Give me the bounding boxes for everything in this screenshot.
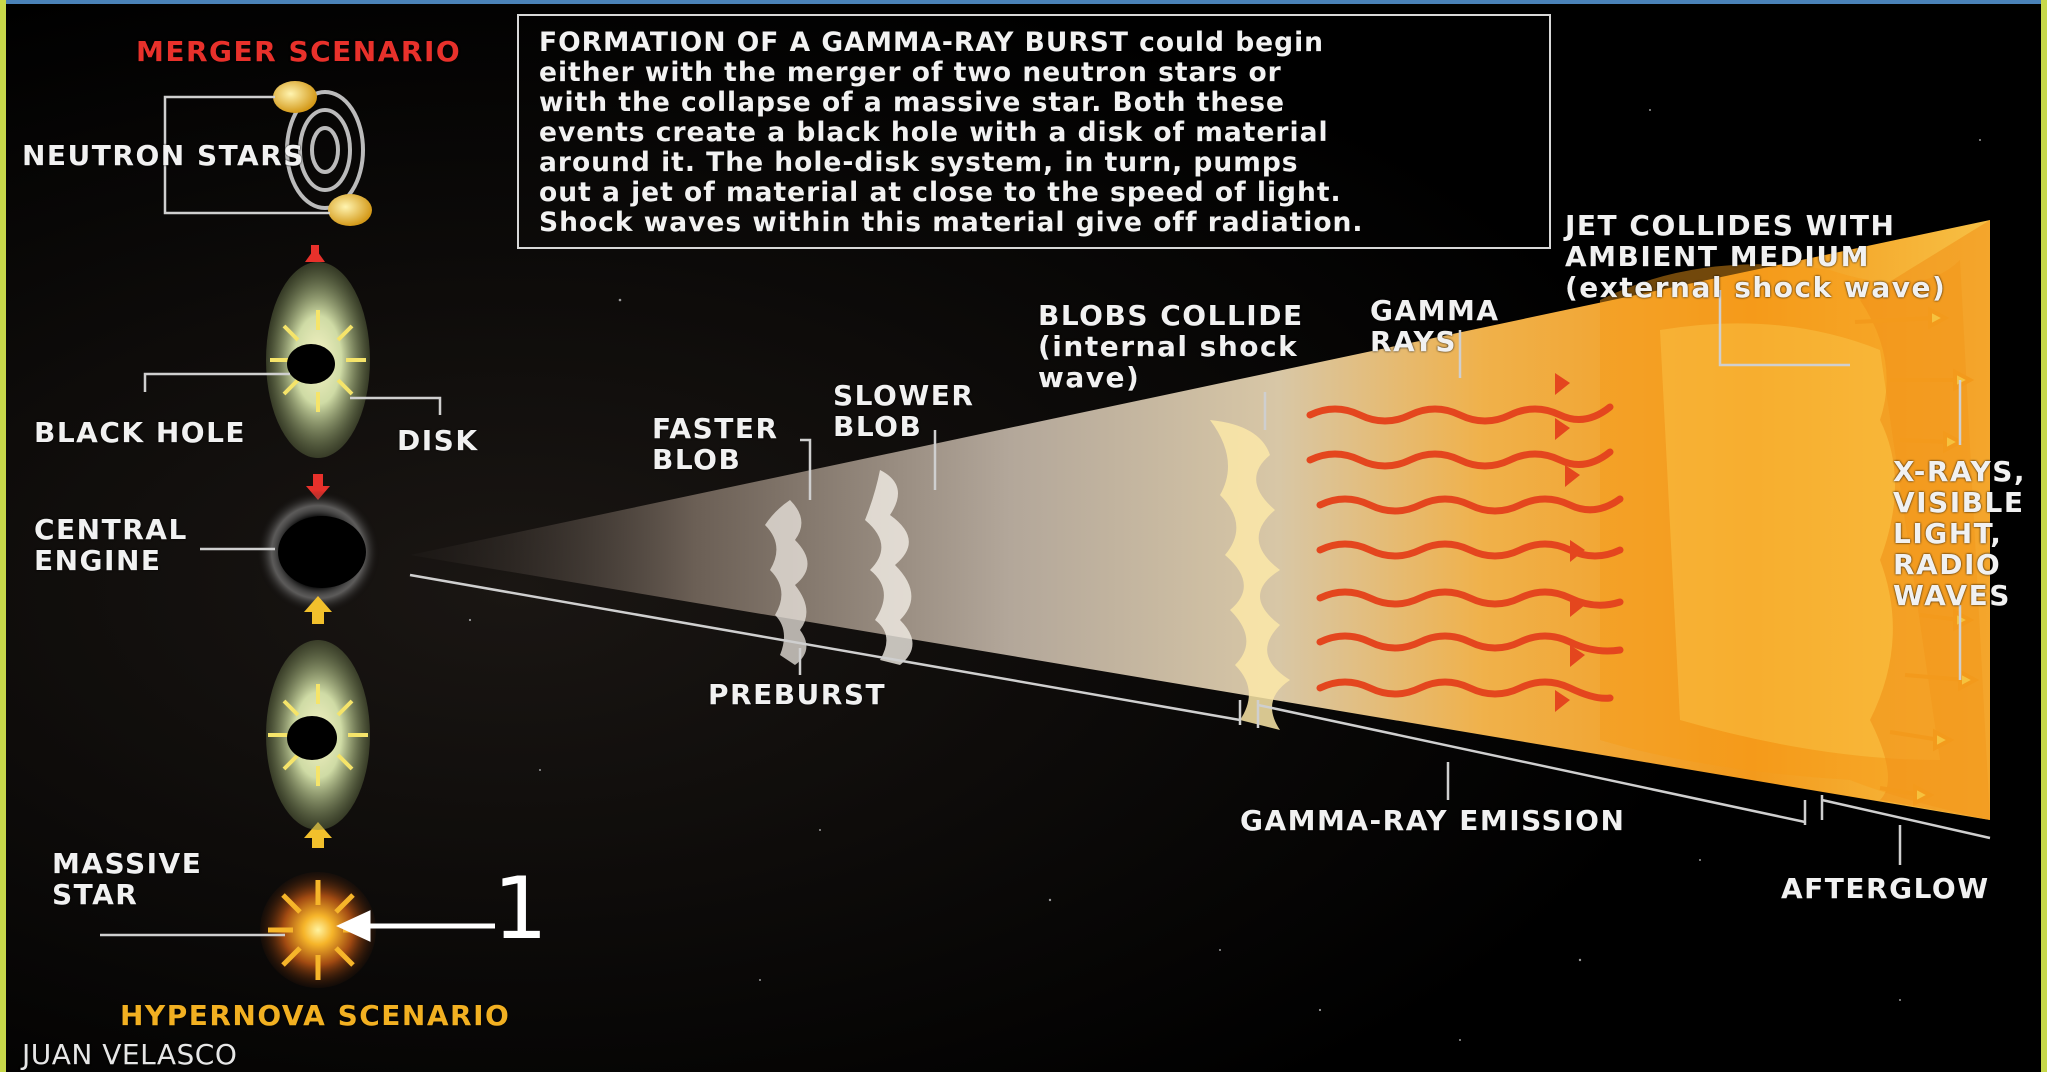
left-edge-strip <box>0 0 6 1072</box>
intro-text-box: FORMATION OF A GAMMA-RAY BURST could beg… <box>517 14 1551 249</box>
disk-label: DISK <box>397 425 479 456</box>
preburst-label: PREBURST <box>708 679 886 710</box>
hypernova-scenario-title: HYPERNOVA SCENARIO <box>120 1000 510 1031</box>
intro-line: Shock waves within this material give of… <box>539 208 1529 238</box>
jet-collides-label: JET COLLIDES WITH AMBIENT MEDIUM (extern… <box>1565 210 1946 303</box>
intro-line: around it. The hole-disk system, in turn… <box>539 148 1529 178</box>
gamma-ray-emission-label: GAMMA-RAY EMISSION <box>1240 805 1625 836</box>
right-edge-strip <box>2041 0 2047 1072</box>
intro-line: out a jet of material at close to the sp… <box>539 178 1529 208</box>
upper-black-hole <box>287 344 335 384</box>
neutron-star-bottom <box>328 194 372 226</box>
xrays-label: X-RAYS, VISIBLE LIGHT, RADIO WAVES <box>1893 456 2026 611</box>
credit-line: JUAN VELASCO <box>22 1039 237 1070</box>
afterglow-label: AFTERGLOW <box>1781 873 1990 904</box>
central-engine-label: CENTRAL ENGINE <box>34 514 188 576</box>
black-hole-label: BLACK HOLE <box>34 417 246 448</box>
top-edge-strip <box>0 0 2047 4</box>
blobs-collide-label: BLOBS COLLIDE (internal shock wave) <box>1038 300 1304 393</box>
neutron-stars-label: NEUTRON STARS <box>22 140 305 171</box>
callout-number: 1 <box>493 864 548 954</box>
intro-line: events create a black hole with a disk o… <box>539 118 1529 148</box>
slower-blob-label: SLOWER BLOB <box>833 380 974 442</box>
merger-scenario-title: MERGER SCENARIO <box>136 36 461 67</box>
faster-blob-label: FASTER BLOB <box>652 413 779 475</box>
gamma-rays-label: GAMMA RAYS <box>1370 295 1500 357</box>
neutron-star-top <box>273 81 317 113</box>
massive-star-label: MASSIVE STAR <box>52 848 202 910</box>
central-engine <box>278 516 366 588</box>
intro-line: with the collapse of a massive star. Bot… <box>539 88 1529 118</box>
lower-black-hole <box>287 716 337 760</box>
intro-line: either with the merger of two neutron st… <box>539 58 1529 88</box>
intro-line: FORMATION OF A GAMMA-RAY BURST could beg… <box>539 28 1529 58</box>
